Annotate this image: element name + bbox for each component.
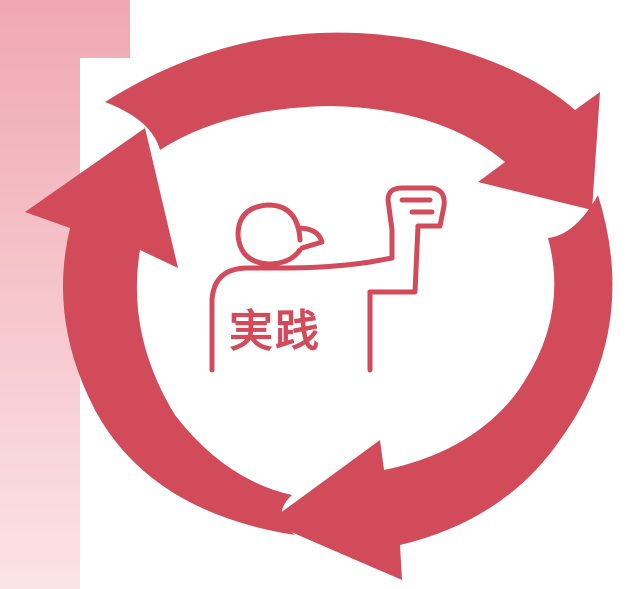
person-raising-fist-icon xyxy=(209,185,447,373)
cycle-arrow-bottom xyxy=(268,195,613,580)
cycle-arrow-top xyxy=(105,32,600,210)
center-label: 実践 xyxy=(229,306,321,357)
cycle-arrow-left xyxy=(25,128,295,535)
